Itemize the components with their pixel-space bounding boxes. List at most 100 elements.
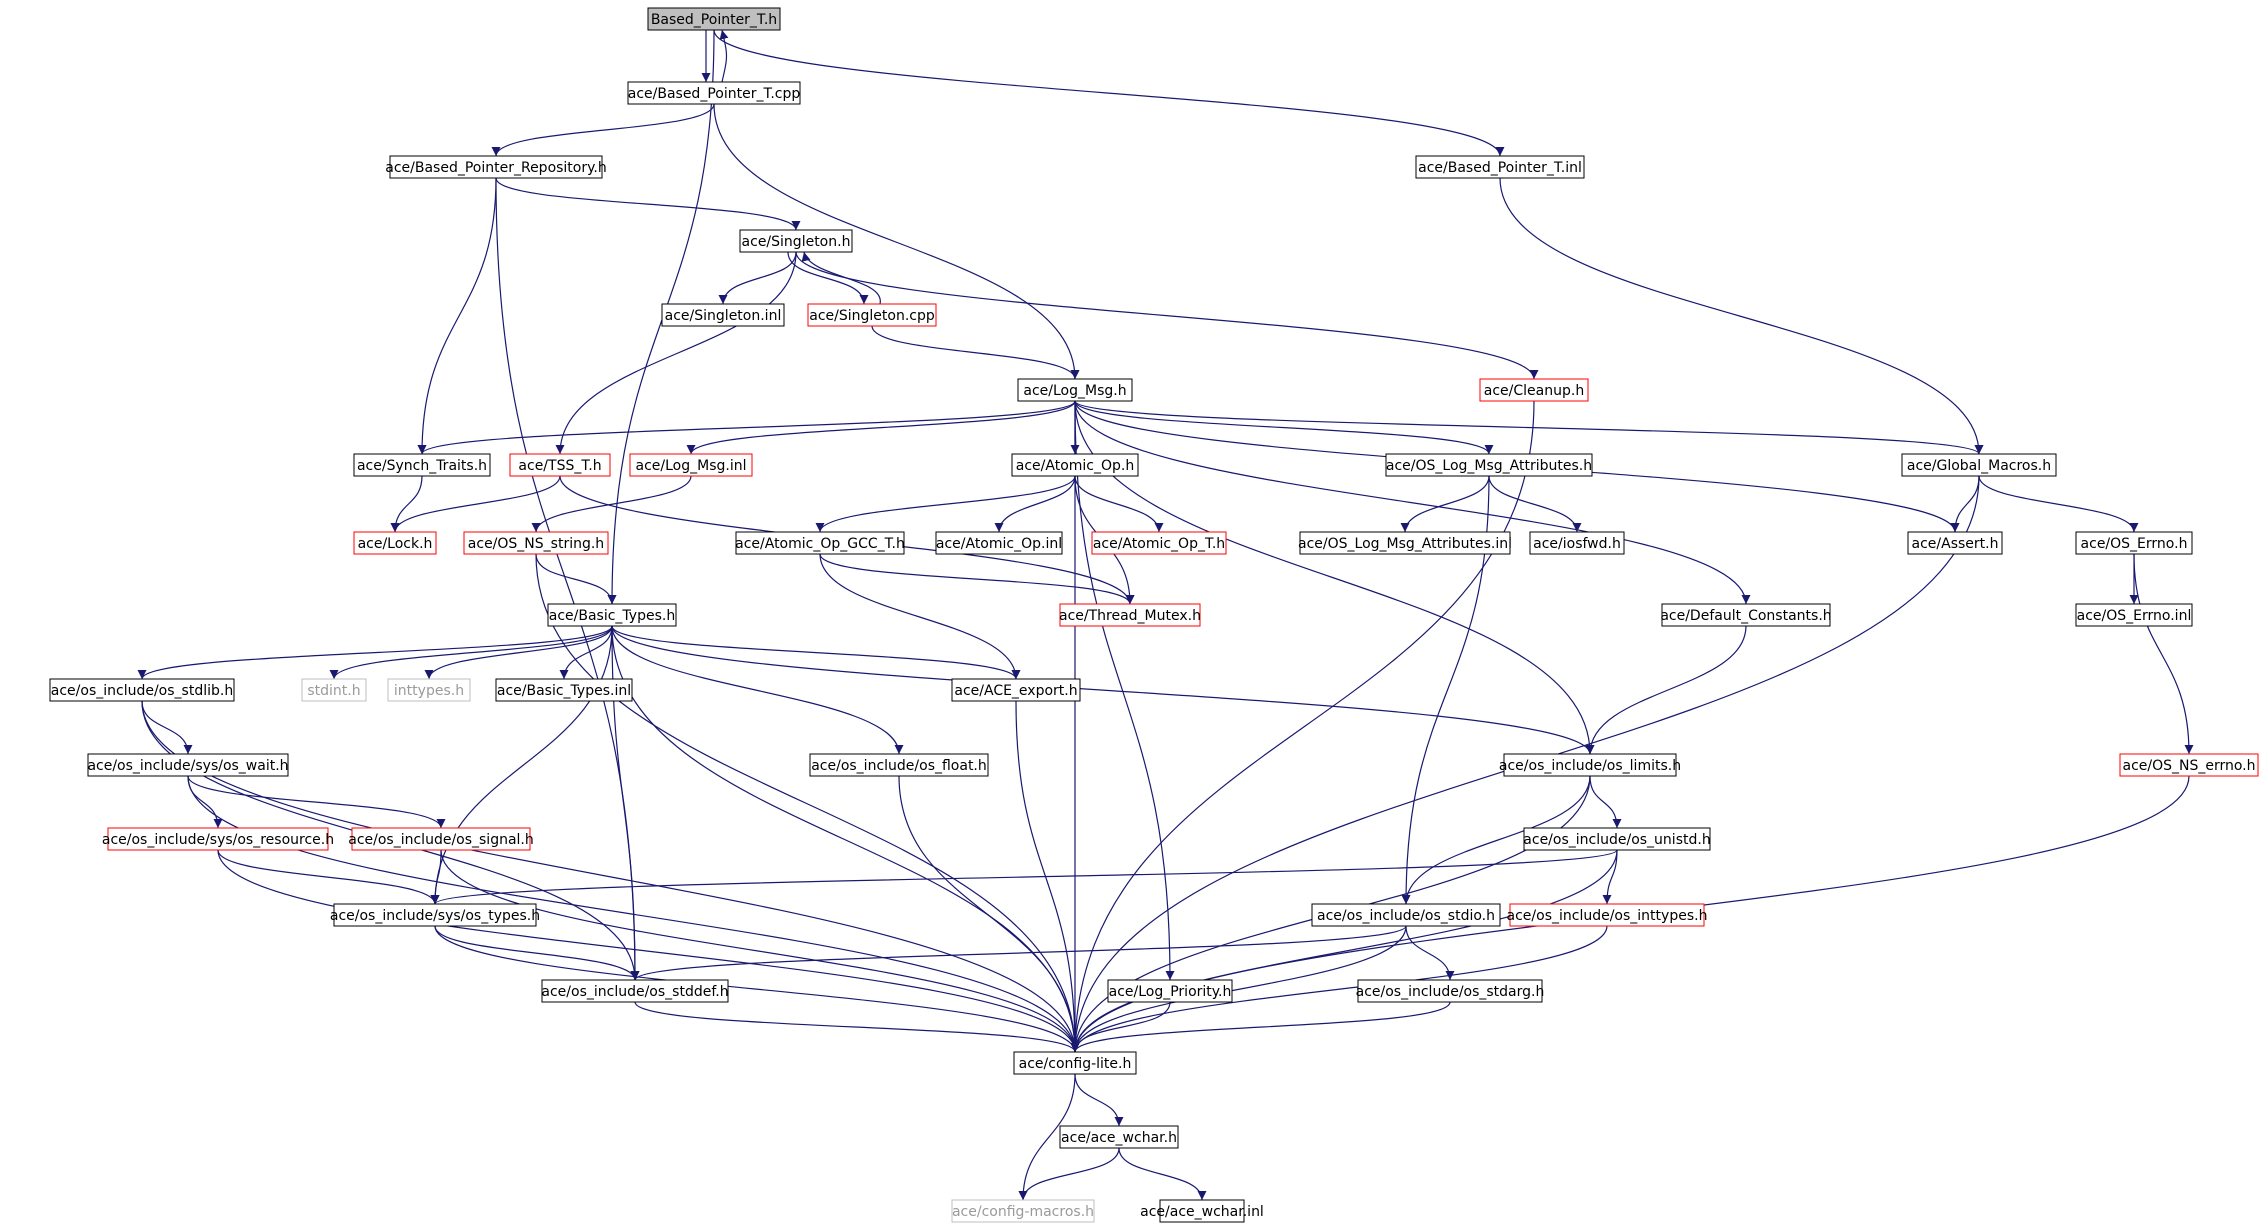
node-n13[interactable]: ace/OS_Log_Msg_Attributes.h [1385, 453, 1593, 477]
edge-n38-n40 [430, 849, 442, 905]
node-n22[interactable]: ace/Assert.h [1907, 531, 2003, 555]
node-n20[interactable]: ace/OS_Log_Msg_Attributes.inl [1298, 531, 1512, 555]
edge-n17-n25 [819, 553, 1135, 605]
node-n41[interactable]: ace/os_include/os_stdio.h [1311, 903, 1501, 927]
node-label: ace/os_include/os_unistd.h [1523, 832, 1710, 848]
edge-n43-n46 [634, 1001, 1080, 1053]
node-label: ace/Singleton.h [742, 234, 851, 250]
node-n34[interactable]: ace/os_include/os_float.h [809, 753, 989, 777]
node-n15[interactable]: ace/Lock.h [353, 531, 437, 555]
node-n19[interactable]: ace/Atomic_Op_T.h [1091, 531, 1227, 555]
node-n2[interactable]: ace/Based_Pointer_Repository.h [385, 155, 607, 179]
edge-n12-n19 [1074, 475, 1164, 533]
node-n17[interactable]: ace/Atomic_Op_GCC_T.h [735, 531, 905, 555]
node-n25[interactable]: ace/Thread_Mutex.h [1059, 603, 1201, 627]
node-box [1011, 453, 1139, 477]
edge-n40-n46 [434, 925, 1080, 1053]
edge-n11-n16 [531, 475, 692, 533]
node-box [1017, 378, 1133, 402]
edge-n34-n46 [898, 775, 1080, 1053]
node-n43[interactable]: ace/os_include/os_stddef.h [541, 979, 729, 1003]
node-n37[interactable]: ace/os_include/sys/os_resource.h [102, 827, 334, 851]
node-n6[interactable]: ace/Singleton.cpp [807, 303, 937, 327]
node-n7[interactable]: ace/Log_Msg.h [1017, 378, 1133, 402]
node-box [2075, 531, 2193, 555]
node-n3[interactable]: ace/Based_Pointer_T.inl [1415, 155, 1585, 179]
node-box [1415, 155, 1585, 179]
node-n45[interactable]: ace/os_include/os_stdarg.h [1356, 979, 1545, 1003]
node-n5[interactable]: ace/Singleton.inl [661, 303, 785, 327]
node-n10[interactable]: ace/TSS_T.h [509, 453, 611, 477]
edge-n10-n15 [390, 475, 561, 533]
node-n36[interactable]: ace/OS_NS_errno.h [2119, 753, 2259, 777]
node-n8[interactable]: ace/Cleanup.h [1479, 378, 1589, 402]
node-label: ace/Global_Macros.h [1907, 458, 2051, 474]
node-label: ace/os_include/sys/os_resource.h [102, 832, 334, 848]
node-n16[interactable]: ace/OS_NS_string.h [463, 531, 609, 555]
node-n39[interactable]: ace/os_include/os_unistd.h [1523, 827, 1711, 851]
node-n24[interactable]: ace/Basic_Types.h [547, 603, 677, 627]
node-label: ace/os_include/os_inttypes.h [1507, 908, 1708, 924]
node-box [1311, 903, 1501, 927]
node-n9[interactable]: ace/Synch_Traits.h [353, 453, 491, 477]
node-n40[interactable]: ace/os_include/sys/os_types.h [330, 903, 540, 927]
edge-n40-n43 [434, 925, 640, 981]
edge-n7-n44 [1074, 400, 1175, 981]
edge-n41-n46 [1070, 925, 1407, 1053]
node-box [951, 678, 1081, 702]
node-label: ace/Log_Msg.h [1023, 383, 1126, 399]
node-n26[interactable]: ace/Default_Constants.h [1660, 603, 1832, 627]
node-n0[interactable]: Based_Pointer_T.h [647, 7, 781, 31]
node-n47[interactable]: ace/ace_wchar.h [1059, 1125, 1179, 1149]
node-n38[interactable]: ace/os_include/os_signal.h [348, 827, 534, 851]
node-n49[interactable]: ace/ace_wchar.inl [1140, 1199, 1264, 1223]
edge-n4-n8 [795, 251, 1539, 380]
node-box [547, 603, 677, 627]
node-n29: stdint.h [301, 678, 367, 702]
edge-n6-n4 [801, 251, 881, 305]
node-label: ace/config-macros.h [952, 1204, 1094, 1220]
edge-n7-n26 [1074, 400, 1751, 605]
edge-n2-n4 [495, 177, 801, 231]
node-n27[interactable]: ace/OS_Errno.inl [2075, 603, 2193, 627]
node-label: ace/Cleanup.h [1484, 383, 1584, 399]
node-n14[interactable]: ace/Global_Macros.h [1901, 453, 2057, 477]
node-n42[interactable]: ace/os_include/os_inttypes.h [1507, 903, 1708, 927]
node-box [1059, 603, 1201, 627]
node-n44[interactable]: ace/Log_Priority.h [1107, 979, 1233, 1003]
node-n18[interactable]: ace/Atomic_Op.inl [935, 531, 1063, 555]
node-n31[interactable]: ace/Basic_Types.inl [495, 678, 633, 702]
edge-n35-n39 [1589, 775, 1622, 829]
node-n11[interactable]: ace/Log_Msg.inl [629, 453, 753, 477]
node-n46[interactable]: ace/config-lite.h [1013, 1051, 1137, 1075]
node-label: ace/ace_wchar.h [1061, 1130, 1177, 1146]
node-box [333, 903, 537, 927]
node-n1[interactable]: ace/Based_Pointer_T.cpp [627, 81, 801, 105]
edge-n12-n18 [994, 475, 1076, 533]
node-label: ace/Atomic_Op_GCC_T.h [735, 536, 905, 552]
edge-n46-n47 [1074, 1073, 1124, 1127]
node-n35[interactable]: ace/os_include/os_limits.h [1499, 753, 1681, 777]
edge-n39-n40 [430, 849, 1618, 905]
node-label: ace/os_include/os_signal.h [348, 832, 534, 848]
node-label: inttypes.h [394, 683, 464, 699]
edge-n4-n6 [787, 251, 869, 305]
node-box [1479, 378, 1589, 402]
node-n21[interactable]: ace/iosfwd.h [1529, 531, 1625, 555]
node-label: ace/os_include/os_stdarg.h [1356, 984, 1545, 1000]
edge-n1-n7 [713, 103, 1080, 380]
node-n32[interactable]: ace/ACE_export.h [951, 678, 1081, 702]
node-n28[interactable]: ace/os_include/os_stdlib.h [49, 678, 235, 702]
node-label: ace/OS_Log_Msg_Attributes.inl [1298, 536, 1512, 552]
node-n12[interactable]: ace/Atomic_Op.h [1011, 453, 1139, 477]
edge-n1-n2 [491, 103, 715, 157]
node-box [1503, 753, 1677, 777]
node-layer: Based_Pointer_T.h ace/Based_Pointer_T.cpp… [49, 7, 2259, 1223]
node-n4[interactable]: ace/Singleton.h [739, 229, 853, 253]
node-n23[interactable]: ace/OS_Errno.h [2075, 531, 2193, 555]
node-n33[interactable]: ace/os_include/sys/os_wait.h [87, 753, 289, 777]
edge-n23-n36 [2133, 553, 2194, 755]
node-box [1357, 979, 1543, 1003]
node-box [951, 1199, 1095, 1223]
node-box [463, 531, 609, 555]
